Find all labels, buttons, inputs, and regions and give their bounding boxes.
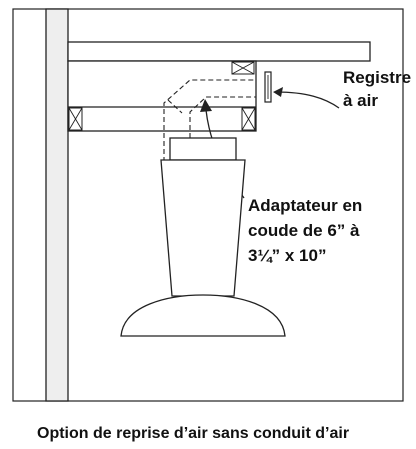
caption: Option de reprise d’air sans conduit d’a… (37, 425, 350, 442)
hood-chimney (160, 159, 246, 297)
wall (45, 8, 69, 402)
hood-canopy (120, 294, 286, 337)
frame-border (12, 8, 404, 402)
joist-cavity (67, 60, 257, 132)
joist-block-bottom-left (68, 107, 83, 131)
joist-block-bottom-right (241, 107, 256, 131)
register-label: Registre à air (343, 66, 411, 112)
joist-block-top-right (231, 61, 255, 75)
adapter-label-line2: coude de 6” à (248, 221, 360, 240)
adapter-label-line1: Adaptateur en (248, 196, 363, 215)
ceiling-slab (67, 41, 371, 62)
register-label-line1: Registre (343, 68, 412, 87)
hood-collar (169, 137, 237, 161)
adapter-label: Adaptateur en coude de 6” à 3¼” x 10” (248, 193, 362, 268)
register-arrow (273, 87, 340, 109)
adapter-label-line3: 3¼” x 10” (248, 246, 327, 265)
air-register (264, 71, 272, 103)
register-label-line2: à air (343, 91, 378, 110)
